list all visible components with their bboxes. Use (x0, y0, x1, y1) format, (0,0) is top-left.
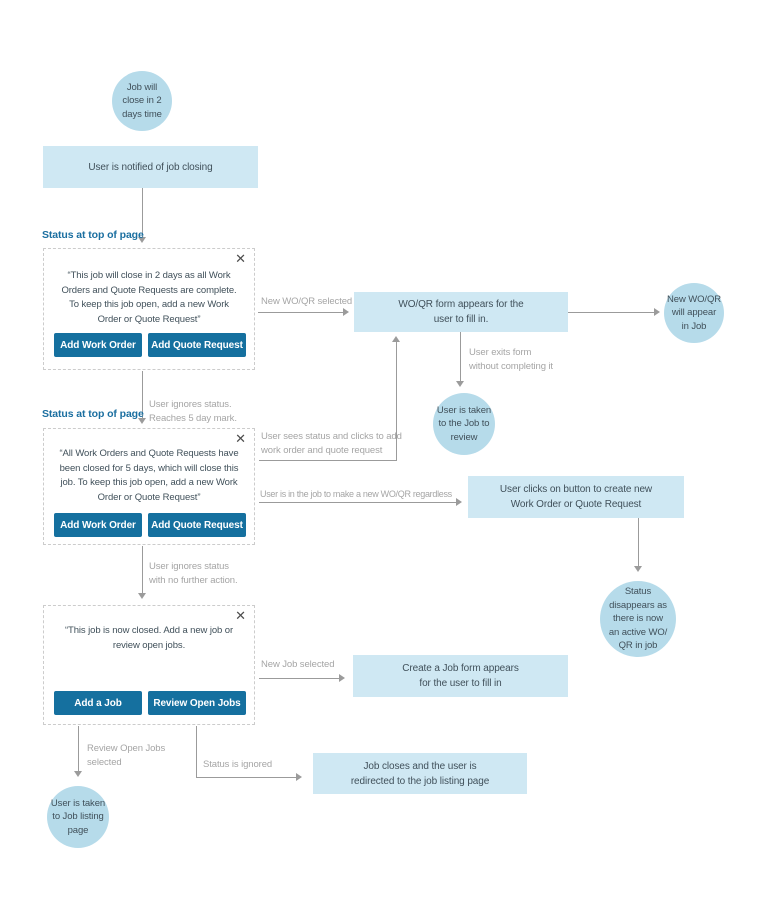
create-job-form-node-label: Create a Job form appears for the user t… (402, 663, 519, 689)
add-a-job-button[interactable]: Add a Job (54, 691, 142, 715)
status-disappears-node-label: Status disappears as there is now an act… (608, 586, 668, 652)
edge-label-new-woqr-selected: New WO/QR selected (261, 296, 353, 307)
edge-label-ignores-no-action: User ignores status with no further acti… (149, 561, 238, 586)
arrow-clicks-to-disappears (638, 518, 639, 567)
job-listing-node: User is taken to Job listing page (47, 786, 109, 848)
arrow-panel2-to-woqr-form-vertical (396, 342, 397, 460)
start-node-label: Job will close in 2 days time (122, 81, 162, 120)
add-work-order-button[interactable]: Add Work Order (54, 513, 142, 537)
edge-label-in-job-regardless: User is in the job to make a new WO/QR r… (260, 489, 452, 499)
job-closes-node-label: Job closes and the user is redirected to… (350, 760, 490, 787)
edge-label-new-job-selected: New Job selected (261, 659, 335, 670)
arrow-woqr-form-to-review (460, 332, 461, 382)
status-message-1: “This job will close in 2 days as all Wo… (61, 270, 237, 326)
status-message-3: “This job is now closed. Add a new job o… (64, 625, 234, 651)
arrow-panel3-to-closes-horizontal (196, 777, 296, 778)
arrowhead-right-icon (296, 773, 302, 781)
arrow-panel3-to-create-job (259, 678, 339, 679)
add-work-order-button[interactable]: Add Work Order (54, 333, 142, 357)
woqr-form-node-label: WO/QR form appears for the user to fill … (398, 299, 524, 325)
review-open-jobs-button[interactable]: Review Open Jobs (148, 691, 246, 715)
notified-node: User is notified of job closing (43, 146, 258, 188)
arrow-woqr-form-to-new-woqr (568, 312, 654, 313)
status-panel-1: ✕ “This job will close in 2 days as all … (43, 248, 255, 370)
arrowhead-down-icon (634, 566, 642, 572)
status-caption-1: Status at top of page (42, 229, 144, 241)
edge-label-review-selected: Review Open Jobs selected (87, 743, 166, 768)
review-node: User is taken to the Job to review (433, 393, 495, 455)
arrow-panel2-to-panel3 (142, 546, 143, 594)
new-woqr-node-label: New WO/QR will appear in Job (667, 293, 721, 332)
close-icon[interactable]: ✕ (235, 251, 246, 266)
arrowhead-down-icon (138, 237, 146, 243)
arrow-panel1-to-woqr-form (258, 312, 343, 313)
job-closes-node: Job closes and the user is redirected to… (313, 753, 527, 794)
status-panel-3: ✕ “This job is now closed. Add a new job… (43, 605, 255, 725)
status-caption-2: Status at top of page (42, 408, 144, 420)
arrowhead-down-icon (138, 418, 146, 424)
arrow-panel2-to-clicks (259, 502, 456, 503)
create-job-form-node: Create a Job form appears for the user t… (353, 655, 568, 697)
edge-label-user-exits: User exits form without completing it (469, 347, 553, 372)
arrow-notified-to-panel1 (142, 188, 143, 237)
edge-label-ignores-5day: User ignores status. Reaches 5 day mark. (149, 399, 237, 424)
arrow-panel1-to-panel2 (142, 371, 143, 419)
arrow-panel3-to-listing (78, 726, 79, 772)
clicks-create-node-label: User clicks on button to create new Work… (499, 484, 653, 510)
notified-node-label: User is notified of job closing (88, 161, 213, 173)
close-icon[interactable]: ✕ (235, 431, 246, 446)
arrowhead-down-icon (456, 381, 464, 387)
clicks-create-node: User clicks on button to create new Work… (468, 476, 684, 518)
edge-label-status-ignored: Status is ignored (203, 759, 273, 770)
status-panel-2: ✕ “All Work Orders and Quote Requests ha… (43, 428, 255, 545)
review-node-label: User is taken to the Job to review (436, 404, 492, 443)
arrowhead-down-icon (138, 593, 146, 599)
add-quote-request-button[interactable]: Add Quote Request (148, 333, 246, 357)
arrowhead-up-icon (392, 336, 400, 342)
job-listing-node-label: User is taken to Job listing page (50, 797, 106, 836)
woqr-form-node: WO/QR form appears for the user to fill … (354, 292, 568, 332)
arrow-panel3-to-closes-vertical (196, 726, 197, 777)
status-message-2: “All Work Orders and Quote Requests have… (59, 448, 239, 504)
arrowhead-right-icon (456, 498, 462, 506)
status-disappears-node: Status disappears as there is now an act… (600, 581, 676, 657)
new-woqr-node: New WO/QR will appear in Job (664, 283, 724, 343)
close-icon[interactable]: ✕ (235, 608, 246, 623)
arrowhead-down-icon (74, 771, 82, 777)
arrow-panel2-to-woqr-form-horizontal (259, 460, 397, 461)
arrowhead-right-icon (343, 308, 349, 316)
start-node: Job will close in 2 days time (112, 71, 172, 131)
arrowhead-right-icon (654, 308, 660, 316)
arrowhead-right-icon (339, 674, 345, 682)
edge-label-sees-status: User sees status and clicks to add work … (261, 431, 402, 456)
add-quote-request-button[interactable]: Add Quote Request (148, 513, 246, 537)
